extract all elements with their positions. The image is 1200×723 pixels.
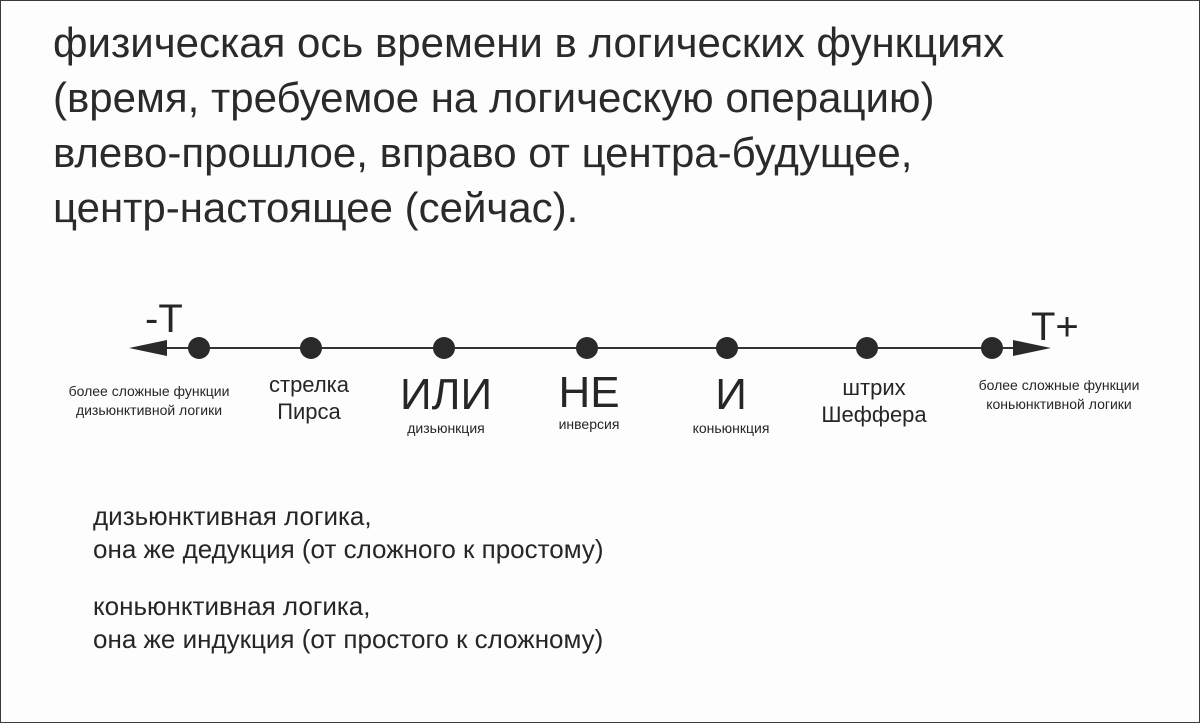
label-left-end: более сложные функции дизьюнктивной логи… xyxy=(68,383,230,418)
axis-point-or xyxy=(433,337,455,359)
label-peirce-arrow: стрелка Пирса xyxy=(269,372,349,424)
label-not-sub: инверсия xyxy=(558,416,620,432)
label-right-end: более сложные функции коньюнктивной логи… xyxy=(978,377,1140,412)
axis-point-sheffer-stroke xyxy=(856,337,878,359)
axis-point-not xyxy=(576,337,598,359)
label-not-main: НЕ xyxy=(558,368,620,417)
left-arrowhead xyxy=(129,340,167,356)
label-and: И коньюнкция xyxy=(693,373,770,438)
axis-left-label: -T xyxy=(145,297,183,341)
label-and-sub: коньюнкция xyxy=(692,420,770,436)
axis-point-left-end xyxy=(188,337,210,359)
axis-point-peirce-arrow xyxy=(300,337,322,359)
title-line-1: физическая ось времени в логических функ… xyxy=(53,19,1005,66)
right-arrowhead xyxy=(1013,340,1051,356)
axis-point-and xyxy=(716,337,738,359)
note-conjunctive-logic: коньюнктивная логика, она же индукция (о… xyxy=(93,591,604,654)
label-not: НЕ инверсия xyxy=(558,371,619,434)
diagram-title: физическая ось времени в логических функ… xyxy=(53,15,1173,235)
note-disjunctive-logic: дизьюнктивная логика, она же дедукция (о… xyxy=(93,501,604,564)
label-or-main: ИЛИ xyxy=(399,370,493,419)
axis-point-right-end xyxy=(981,337,1003,359)
title-line-2: (время, требуемое на логическую операцию… xyxy=(53,74,935,121)
label-and-main: И xyxy=(715,370,747,419)
label-or: ИЛИ дизьюнкция xyxy=(400,373,492,438)
label-or-sub: дизьюнкция xyxy=(407,420,485,436)
label-sheffer-stroke: штрих Шеффера xyxy=(821,375,927,427)
title-line-3: влево-прошлое, вправо от центра-будущее, xyxy=(53,129,913,176)
axis-right-label: T+ xyxy=(1031,305,1079,349)
title-line-4: центр-настоящее (сейчас). xyxy=(53,184,579,231)
